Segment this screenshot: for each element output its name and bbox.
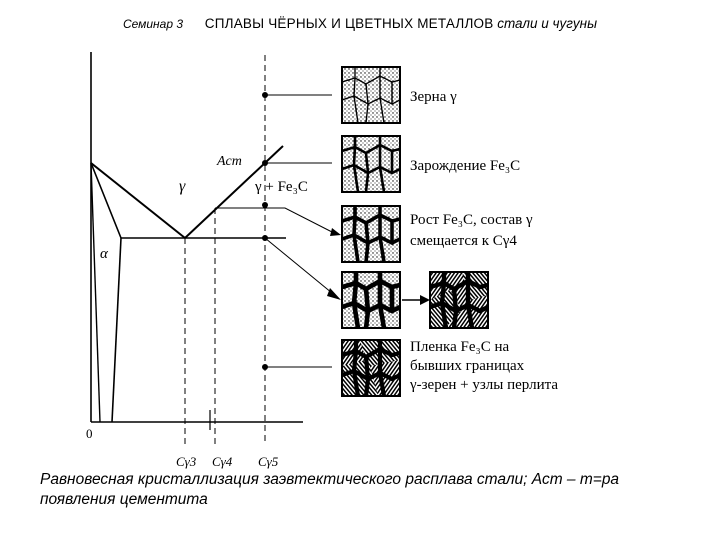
cg5-points xyxy=(262,92,268,370)
stage-5-label-line-2: бывших границах xyxy=(410,358,525,374)
cg4-label: Cγ4 xyxy=(212,454,233,469)
page-title: СПЛАВЫ ЧЁРНЫХ И ЦВЕТНЫХ МЕТАЛЛОВ xyxy=(204,16,494,31)
connector-4 xyxy=(264,237,333,294)
cg3-label: Cγ3 xyxy=(176,454,197,469)
microstructure-stage-5 xyxy=(342,340,400,396)
stage-1-label: Зерна γ xyxy=(410,89,457,105)
page-header: Семинар 3 СПЛАВЫ ЧЁРНЫХ И ЦВЕТНЫХ МЕТАЛЛ… xyxy=(0,16,720,31)
microstructure-stage-2 xyxy=(342,136,400,192)
gamma-label: γ xyxy=(179,178,186,195)
crystallization-diagram: Acm γ γ + Fe₃C α 0 Cγ3 Cγ4 Cγ5 xyxy=(86,52,558,469)
microstructure-stage-3 xyxy=(342,206,400,262)
microstructure-stage-4-pearlite xyxy=(430,272,488,328)
microstructure-stage-1 xyxy=(342,67,400,123)
stage-3-label-line-2: смещается к Cγ4 xyxy=(410,233,517,249)
stage-3-label-line-1: Рост Fe₃C, состав γ xyxy=(410,212,533,228)
gamma-alpha-upper xyxy=(90,162,122,239)
acm-label: Acm xyxy=(216,154,242,169)
zero-label: 0 xyxy=(86,426,93,441)
phase-diagram xyxy=(90,52,430,445)
seminar-label: Семинар 3 xyxy=(122,17,184,31)
figure-caption: Равновесная кристаллизация заэвтектическ… xyxy=(40,471,620,508)
stage-2-label: Зарождение Fe₃C xyxy=(410,158,520,174)
stage-5-label-line-1: Пленка Fe₃C на xyxy=(410,339,509,355)
gamma-fe3c-label: γ + Fe₃C xyxy=(254,179,308,195)
cg5-label: Cγ5 xyxy=(258,454,279,469)
stage-5-label-line-3: γ-зерен + узлы перлита xyxy=(409,377,558,393)
alpha-solvus xyxy=(111,237,122,423)
microstructure-stage-4 xyxy=(342,272,400,328)
page-subtitle: стали и чугуны xyxy=(497,16,598,31)
alpha-left xyxy=(90,162,101,423)
liquidus-left xyxy=(90,162,186,239)
alpha-label: α xyxy=(100,246,109,262)
connector-3 xyxy=(215,207,333,233)
